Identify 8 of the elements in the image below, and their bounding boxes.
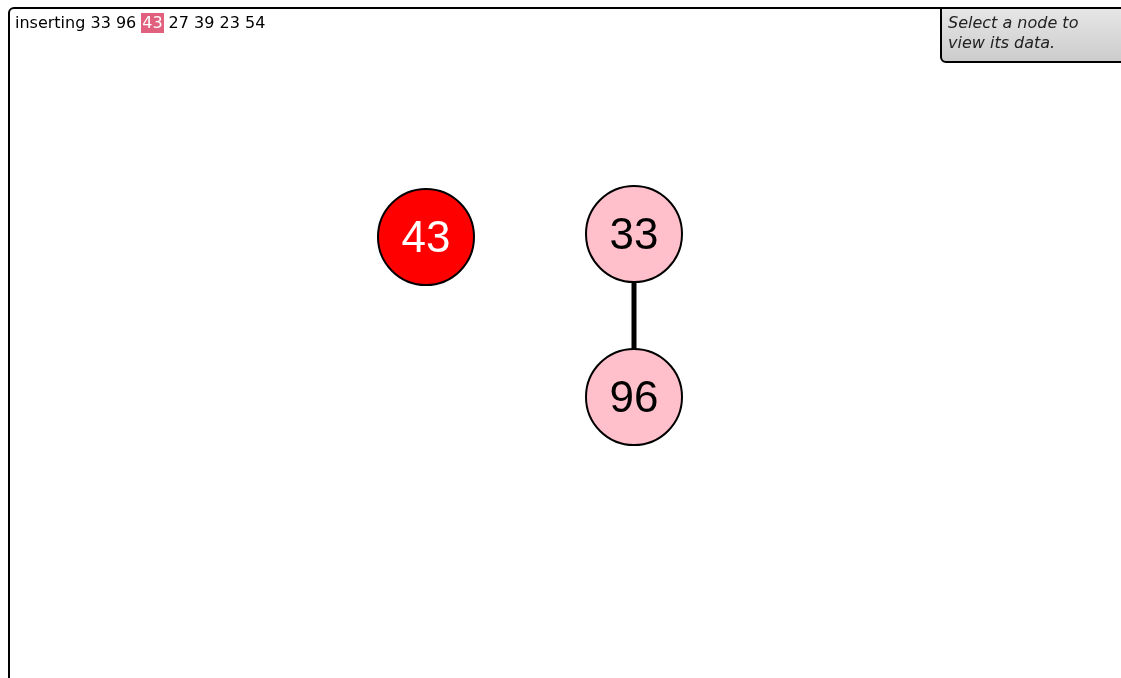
insertion-sequence-text: inserting 33 96	[15, 13, 137, 33]
insertion-sequence-text: 27 39 23 54	[168, 13, 266, 33]
node-value: 33	[609, 212, 659, 256]
tooltip-text: Select a node to view its data.	[948, 13, 1080, 53]
highlighted-value: 43	[141, 13, 164, 33]
connector-line	[631, 282, 637, 349]
node-value: 96	[609, 375, 659, 419]
node-value: 43	[401, 215, 451, 259]
